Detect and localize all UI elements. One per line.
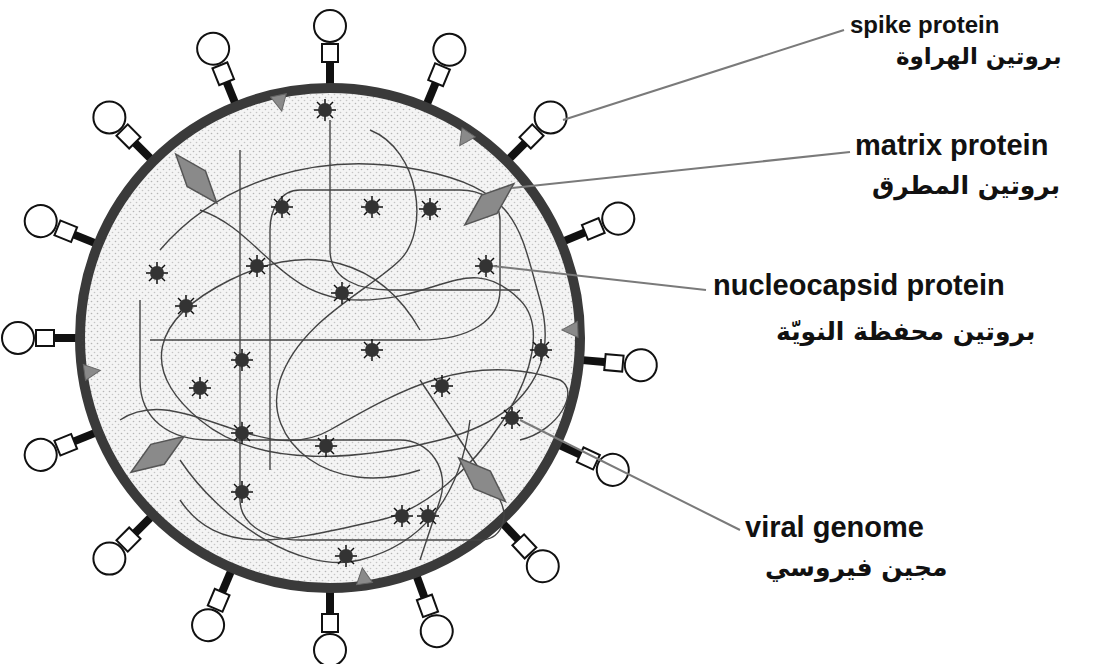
matrix-proteins <box>124 146 521 510</box>
spike-proteins <box>2 10 658 664</box>
part-name-arabic: بروتين الهراوة <box>896 44 1062 69</box>
viral-envelope <box>80 88 580 588</box>
part-name: viral genome <box>745 512 924 544</box>
part-name: matrix protein <box>855 130 1048 162</box>
part-name-arabic: بروتين المطرق <box>872 172 1060 200</box>
part-name: nucleocapsid protein <box>713 270 1005 302</box>
part-name-arabic: مجين فيروسي <box>765 554 947 582</box>
membrane-triangles <box>83 94 578 585</box>
viral-genome-strands <box>120 120 568 562</box>
part-name-arabic: بروتين محفظة النويّة <box>776 318 1035 346</box>
nucleocapsid-proteins <box>146 99 552 567</box>
part-name: spike protein <box>850 12 999 38</box>
